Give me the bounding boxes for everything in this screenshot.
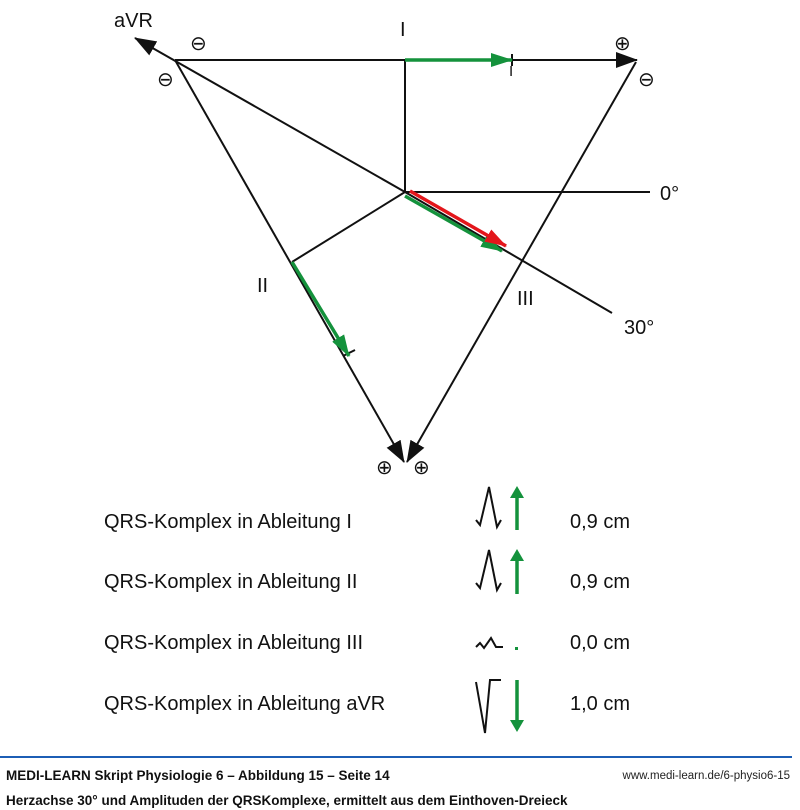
footer-divider [0, 756, 792, 758]
lead-2-axis [174, 59, 405, 463]
qrs-waveform-1 [475, 486, 502, 530]
minus-icon: ⊖ [157, 69, 174, 91]
plus-icon: ⊕ [376, 457, 393, 479]
minus-icon: ⊖ [638, 69, 655, 91]
row-value-avr: 1,0 cm [570, 693, 631, 715]
plus-icon: ⊕ [614, 33, 631, 55]
label-0-degree: 0° [660, 183, 679, 205]
qrs-waveform-avr [475, 679, 501, 734]
footer-caption: Herzachse 30° und Amplituden der QRSKomp… [6, 793, 568, 808]
plus-icon: ⊕ [413, 457, 430, 479]
row-value-lead2: 0,9 cm [570, 571, 631, 593]
row-label-lead3: QRS-Komplex in Ableitung III [104, 632, 364, 654]
red-heart-axis [409, 189, 507, 248]
thirty-degree-line [404, 191, 613, 314]
label-lead1-small: I [509, 63, 513, 80]
qrs-waveform-2 [475, 549, 502, 593]
einthoven-triangle-diagram: aVR I I II III 0° 30° ⊖ ⊖ ⊖ ⊕ ⊕ ⊕ [114, 10, 679, 734]
row-value-lead3: 0,0 cm [570, 632, 631, 654]
avr-axis [134, 37, 406, 193]
row-label-lead2: QRS-Komplex in Ableitung II [104, 571, 358, 593]
label-30-degree: 30° [624, 317, 654, 339]
green-heart-axis [404, 194, 503, 253]
footer-url[interactable]: www.medi-learn.de/6-physio6-15 [622, 770, 790, 782]
row-value-lead1: 0,9 cm [570, 511, 631, 533]
projection-lead2 [291, 191, 406, 263]
footer-title: MEDI-LEARN Skript Physiologie 6 – Abbild… [6, 768, 390, 783]
label-lead3: III [517, 288, 534, 310]
label-avr: aVR [114, 10, 153, 32]
label-lead1: I [400, 19, 406, 41]
qrs-waveform-3 [475, 636, 503, 650]
green-vector-lead2 [290, 261, 351, 357]
row-label-lead1: QRS-Komplex in Ableitung I [104, 511, 352, 533]
lead-3-axis [406, 61, 637, 463]
minus-icon: ⊖ [190, 33, 207, 55]
dot-icon [515, 647, 518, 650]
row-label-avr: QRS-Komplex in Ableitung aVR [104, 693, 386, 715]
label-lead2: II [257, 275, 268, 297]
